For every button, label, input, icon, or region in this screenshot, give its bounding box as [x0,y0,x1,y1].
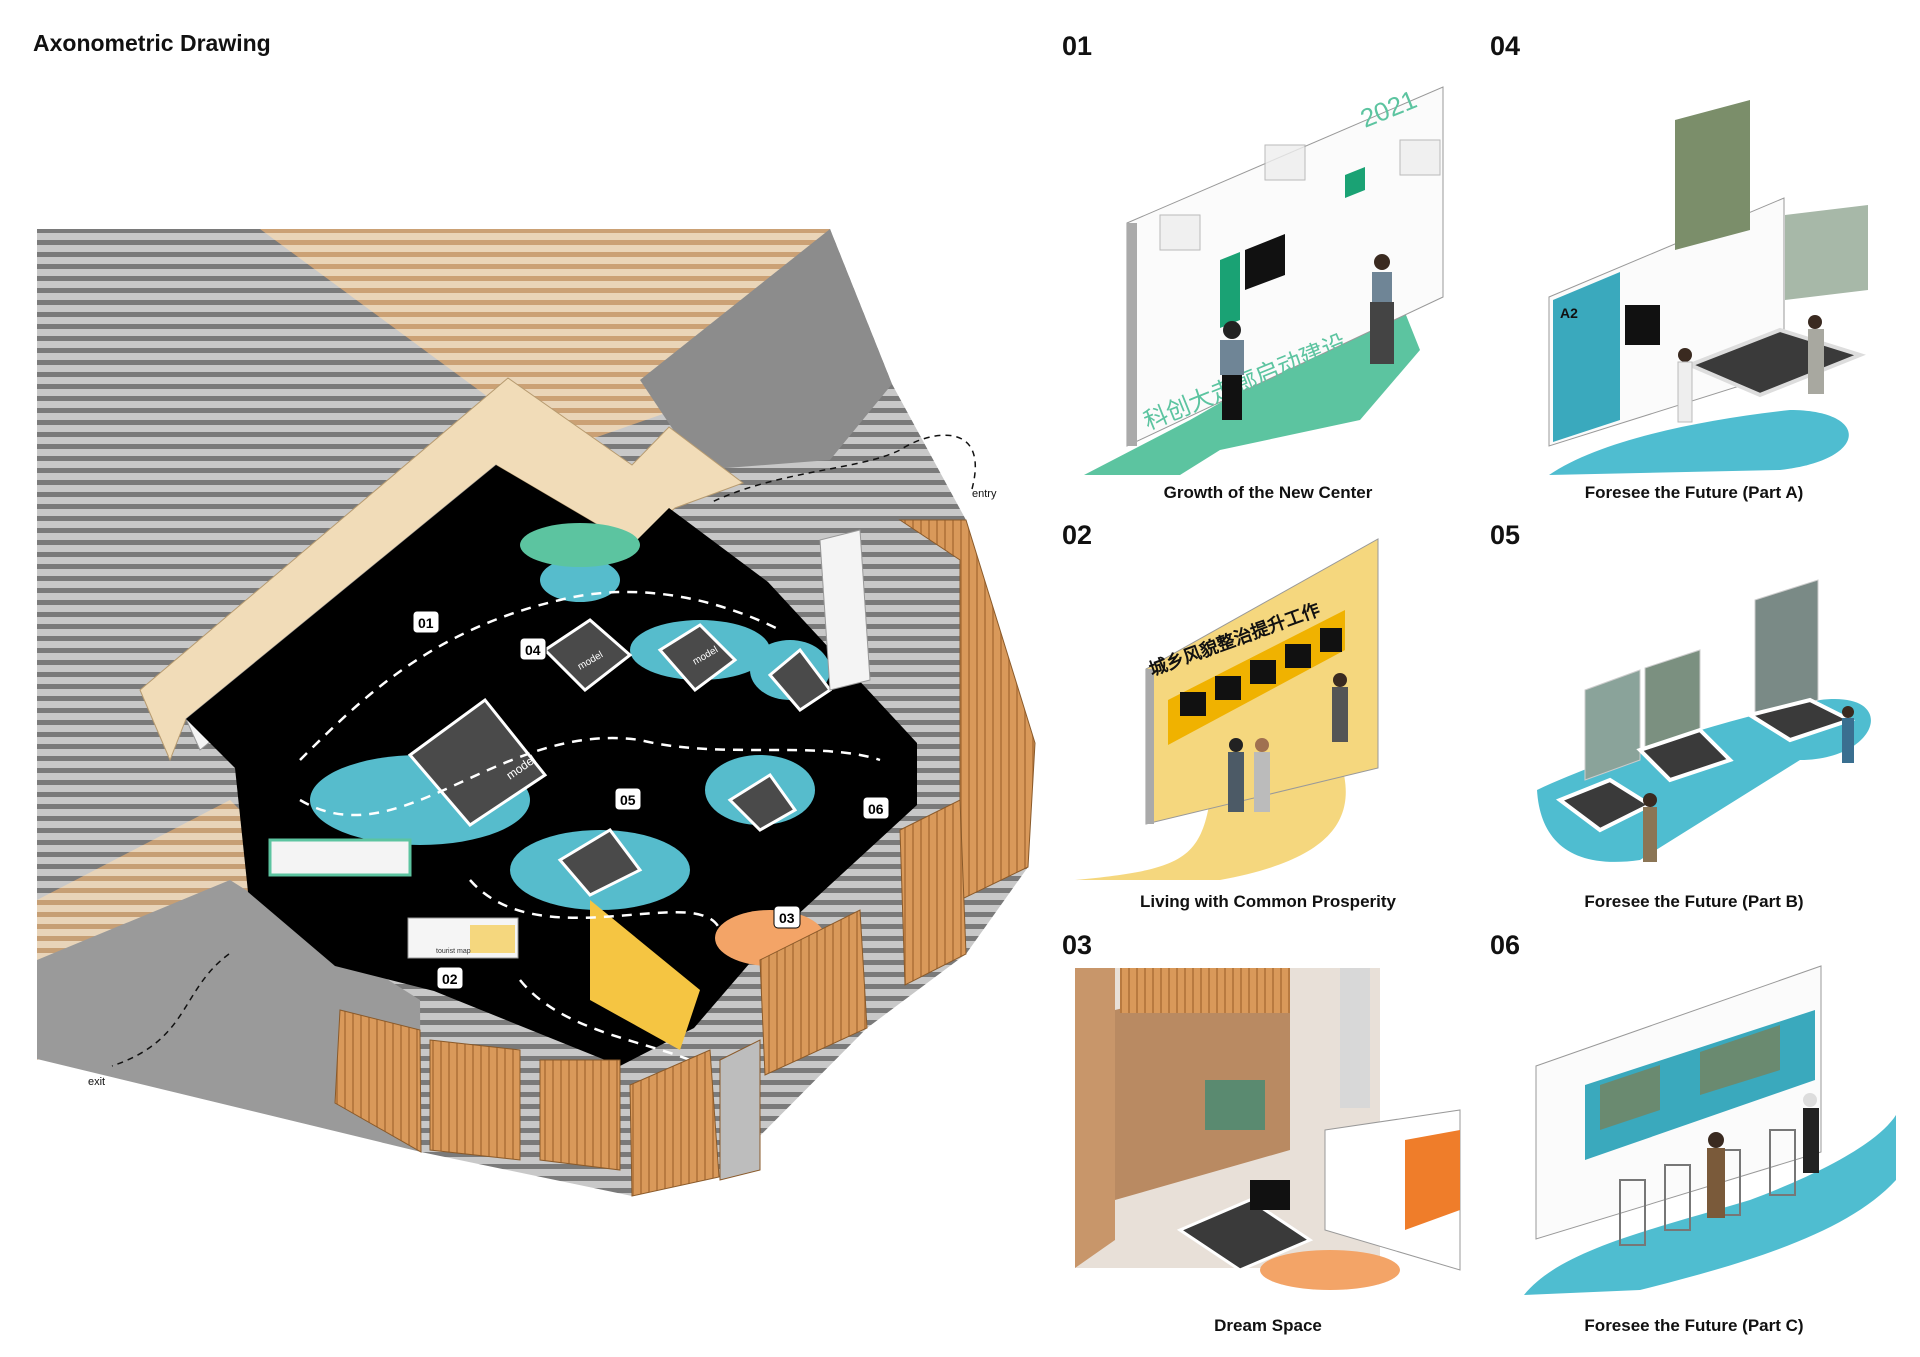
person [1677,348,1693,423]
svg-text:02: 02 [442,971,458,987]
panel-caption-06: Foresee the Future (Part C) [1584,1316,1804,1335]
person [1254,738,1270,812]
cream-wall [139,377,745,762]
panel-05-illustration [1537,579,1871,862]
panel-06-illustration [1524,965,1896,1295]
wooden-walls [334,519,1036,1197]
panel-number-05: 05 [1490,520,1521,550]
white-column [819,529,871,691]
svg-text:05: 05 [620,792,636,808]
person [1643,793,1657,862]
svg-text:01: 01 [418,615,434,631]
building-plan: model model model tourist map entry exit… [37,229,1036,1197]
panel-caption-03: Dream Space [1214,1316,1322,1335]
tourist-map-label: tourist map [436,948,471,955]
svg-text:03: 03 [779,910,795,926]
marker-01: 01 [412,610,440,634]
visitor-route [299,590,881,1062]
exit-label: exit [88,1076,105,1088]
panel-caption-05: Foresee the Future (Part B) [1584,892,1804,911]
entry-label: entry [972,488,997,500]
zone-markers: 01 02 03 04 05 06 [412,610,890,990]
person [1370,254,1394,364]
panel-01-illustration: 2021 科创大走廊启动建设 [1084,84,1444,475]
panel-caption-02: Living with Common Prosperity [1140,892,1396,911]
panel-number-03: 03 [1062,930,1093,960]
person [1228,738,1244,812]
panel-number-04: 04 [1490,31,1521,61]
marker-05: 05 [614,787,642,811]
panel-04-wall-text: A2 [1560,305,1578,321]
person [1707,1132,1725,1218]
svg-text:06: 06 [868,801,884,817]
marker-03: 03 [773,905,801,929]
person [1332,673,1348,742]
person [1842,706,1854,763]
panel-04-illustration: A2 [1548,100,1868,475]
panel-03-illustration [1075,968,1461,1290]
yellow-zone [590,900,700,1050]
page-title: Axonometric Drawing [33,30,271,56]
marker-04: 04 [519,637,547,661]
svg-text:04: 04 [525,642,541,658]
panel-caption-01: Growth of the New Center [1163,483,1373,502]
panel-number-02: 02 [1062,520,1093,550]
floor [186,465,917,1066]
person [1220,321,1244,420]
panel-caption-04: Foresee the Future (Part A) [1584,483,1804,502]
entry-route [711,434,976,503]
person [1803,1093,1819,1173]
panel-number-06: 06 [1490,930,1521,960]
person [1808,315,1824,394]
gray-wall-right [640,229,892,470]
marker-02: 02 [436,966,464,990]
panel-number-01: 01 [1062,31,1093,61]
marker-06: 06 [862,796,890,820]
panel-02-illustration: 城乡风貌整治提升工作 [1075,538,1379,880]
green-board [268,838,412,877]
